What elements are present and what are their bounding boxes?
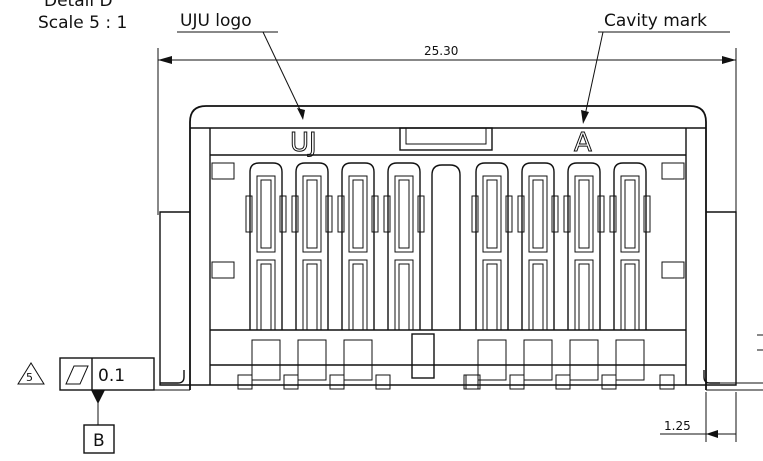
lead-offset-dimension: 1.25 (660, 392, 737, 442)
flatness-symbol-icon (65, 365, 89, 385)
logo-mark: UJ (290, 128, 317, 158)
contact (329, 162, 379, 390)
overall-width-dimension: 25.30 (157, 44, 737, 215)
lead-offset-value: 1.25 (664, 419, 691, 433)
note-flag: 5 (17, 362, 45, 385)
detail-title: Detail D (44, 0, 113, 11)
cavity-callout-label: Cavity mark (604, 11, 707, 31)
logo-callout: UJU logo (177, 11, 305, 120)
contact (463, 162, 513, 390)
note-flag-number: 5 (26, 371, 33, 384)
contact-array (237, 162, 675, 390)
overall-width-value: 25.30 (424, 44, 458, 58)
cavity-callout: Cavity mark (581, 11, 730, 124)
seating-plane (150, 370, 763, 391)
edge-marks (757, 334, 763, 351)
logo-callout-label: UJU logo (180, 11, 252, 31)
connector-body: UJ A (159, 105, 737, 390)
contact (283, 162, 333, 390)
datum-label: B (93, 431, 105, 451)
datum-b: B (83, 390, 115, 454)
scale-label: Scale 5 : 1 (38, 13, 127, 33)
contact (555, 162, 605, 390)
datum-triangle-icon (91, 390, 105, 404)
contact (237, 162, 287, 390)
contact (509, 162, 559, 390)
flatness-control-frame: 0.1 (59, 357, 190, 391)
contact (375, 162, 425, 390)
flatness-tolerance-value: 0.1 (98, 366, 125, 386)
cavity-mark-letter: A (574, 128, 592, 158)
contact (601, 162, 651, 390)
